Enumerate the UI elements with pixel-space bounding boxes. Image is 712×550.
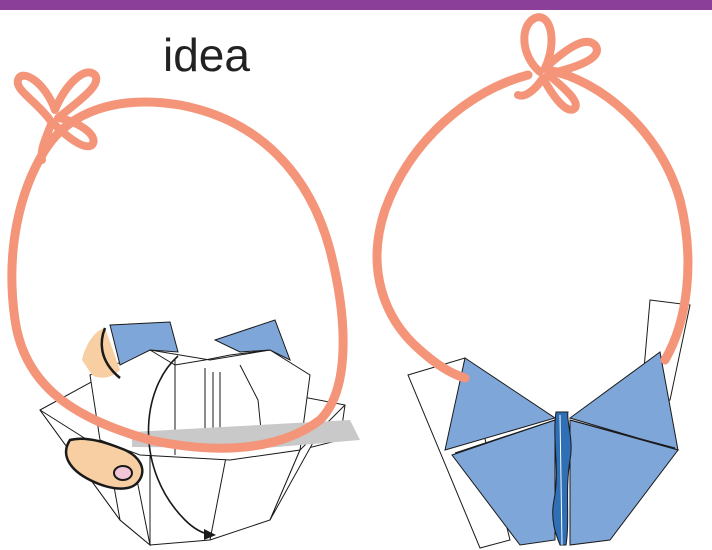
left-blue-flap-left	[109, 321, 179, 366]
right-bow-icon	[514, 13, 601, 114]
idea-label: idea	[163, 29, 250, 81]
left-string-loop	[7, 68, 348, 453]
butterfly-body	[552, 411, 572, 546]
lower-thumb-icon	[64, 437, 144, 490]
butterfly-lower-right-wing	[569, 419, 679, 546]
thumbnail-icon	[113, 465, 133, 481]
right-figure	[372, 13, 693, 549]
left-bow-icon	[13, 68, 101, 164]
top-accent-bar	[0, 0, 712, 10]
butterfly-upper-left-wing	[444, 357, 557, 451]
fold-arrow-icon	[147, 355, 216, 540]
right-string-loop	[372, 13, 693, 383]
butterfly-icon	[444, 351, 679, 546]
upper-thumb-icon	[82, 327, 121, 379]
left-blue-flap-right	[213, 319, 291, 362]
left-figure	[7, 68, 360, 547]
